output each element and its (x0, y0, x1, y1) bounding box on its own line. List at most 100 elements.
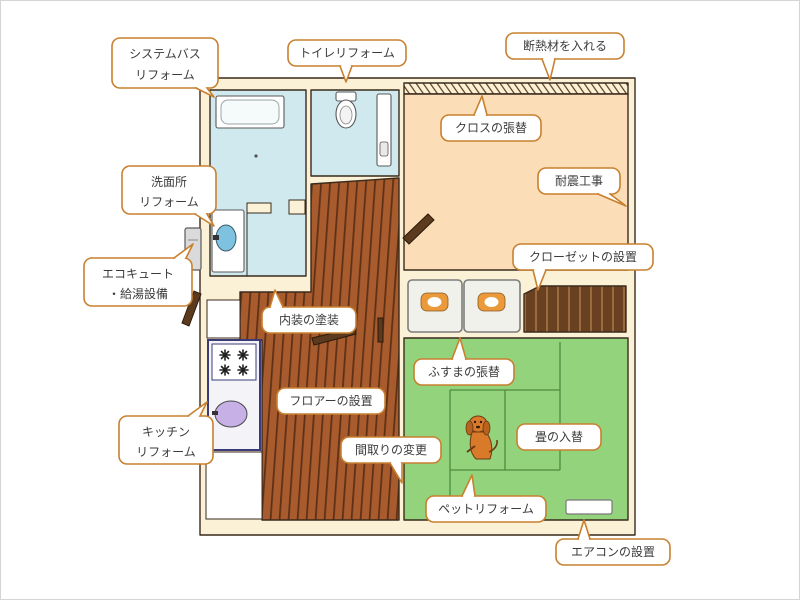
tatami-mat-lines (449, 342, 561, 518)
callout-pointer (187, 401, 208, 418)
callout-pointer-fill (270, 290, 283, 307)
callout-box (261, 306, 357, 334)
callout-label-seismic: 耐震工事 (555, 174, 603, 188)
callouts: システムバス リフォーム トイレリフォーム 断熱材を入れる クロスの張替 耐震工… (83, 32, 671, 566)
callout-pointer (339, 64, 353, 83)
kitchen-faucet-icon (212, 411, 218, 415)
dog-tail (488, 439, 498, 453)
dog-ear-right (482, 420, 491, 436)
callout-pointer (451, 337, 467, 361)
callout-pointer-edge (194, 213, 215, 227)
air-conditioner-icon (565, 499, 613, 515)
callout-box (111, 37, 219, 89)
kitchen-floor-white (205, 451, 263, 520)
callout-label-layout-change: 間取りの変更 (355, 442, 427, 457)
callout-pointer-fill (533, 270, 546, 290)
callout-label-washroom-line1: 洗面所 (151, 175, 187, 189)
callout-pointer-edge (389, 462, 403, 484)
callout-box (505, 32, 625, 60)
callout-pointer-edge (532, 269, 547, 291)
callout-aircon: エアコンの設置 (555, 519, 671, 566)
toilet-icon (335, 91, 357, 129)
callout-box (440, 114, 542, 142)
callout-box (425, 495, 547, 523)
callout-label-closet: クローゼットの設置 (529, 249, 637, 264)
toilet-seat (339, 105, 353, 125)
left-wall-stub (206, 299, 241, 339)
callout-pointer-edge (577, 519, 591, 540)
bathroom-door-frame (246, 202, 272, 214)
dog-body (469, 431, 493, 460)
callout-label-kitchen-line1: キッチン (142, 425, 190, 439)
callout-pointer (195, 86, 215, 98)
dog-leg (466, 445, 476, 453)
callout-label-tatami: 畳の入替 (535, 430, 583, 444)
callout-box (555, 538, 671, 566)
burner-icon (219, 349, 231, 361)
callout-label-flooring: フロアーの設置 (289, 393, 372, 408)
hand-basin (379, 141, 389, 157)
callout-pointer (473, 95, 488, 117)
callout-pointer-fill (542, 59, 555, 80)
callout-pointer (577, 519, 591, 541)
callout-pointer (532, 268, 547, 291)
kitchen-counter (207, 339, 261, 451)
callout-interior-paint: 内装の塗装 (261, 289, 357, 334)
dog-nose (476, 425, 480, 429)
callout-pointer (461, 474, 476, 498)
kitchen-sink-icon (212, 400, 248, 428)
callout-box (537, 167, 621, 195)
faucet-icon (213, 235, 219, 240)
callout-ecocute: エコキュート ・給湯設備 (83, 243, 194, 307)
washbasin-icon (211, 209, 245, 273)
callout-label-ecocute-line1: エコキュート (102, 267, 174, 281)
callout-pointer-edge (473, 95, 488, 116)
hand-wash-counter-icon (376, 93, 392, 167)
drain-icon (254, 154, 258, 158)
callout-label-kitchen-line2: リフォーム (136, 445, 196, 459)
callout-pointer (173, 243, 194, 260)
burner-icon (237, 364, 249, 376)
callout-pointer-edge (339, 65, 353, 83)
callout-box (512, 243, 654, 271)
door-hallway-jamb (377, 317, 384, 343)
insulation-band (403, 82, 629, 95)
callout-label-aircon: エアコンの設置 (571, 544, 655, 559)
callout-label-system-bath-line2: リフォーム (135, 68, 195, 82)
stove-icon (211, 343, 257, 381)
callout-pointer-edge (461, 474, 476, 497)
dog-icon (465, 415, 498, 460)
bathtub-icon (215, 95, 285, 129)
floor-plan (181, 77, 636, 536)
callout-box (516, 423, 602, 451)
callout-system-bath: システムバス リフォーム (111, 37, 219, 98)
callout-pet: ペットリフォーム (425, 474, 547, 523)
kitchen-sink-bowl (214, 400, 248, 428)
callout-insulation: 断熱材を入れる (505, 32, 625, 81)
callout-pointer (269, 289, 284, 309)
closet (523, 285, 627, 333)
fusuma-doors (407, 279, 521, 333)
callout-pointer-fill (452, 338, 466, 359)
callout-kitchen: キッチン リフォーム (118, 401, 214, 465)
callout-pointer-edge (451, 337, 467, 360)
callout-closet: クローゼットの設置 (512, 243, 654, 291)
callout-washroom: 洗面所 リフォーム (121, 165, 217, 227)
callout-tatami: 畳の入替 (516, 423, 602, 451)
callout-box (83, 257, 193, 307)
dog-ear-left (465, 420, 474, 436)
burner-icon (219, 364, 231, 376)
callout-pointer-fill (340, 66, 352, 82)
callout-fusuma: ふすまの張替 (413, 337, 515, 386)
callout-label-wallpaper: クロスの張替 (455, 121, 527, 135)
callout-box (121, 165, 217, 215)
bathtub-basin (220, 99, 280, 125)
callout-pointer-edge (195, 87, 215, 98)
bathroom-wall-stub (288, 199, 306, 215)
callout-pointer (389, 461, 403, 484)
hallway-floor (239, 177, 400, 521)
fusuma-handle-inner-right (484, 297, 499, 307)
callout-label-system-bath-line1: システムバス (129, 47, 201, 61)
callout-box (118, 415, 214, 465)
